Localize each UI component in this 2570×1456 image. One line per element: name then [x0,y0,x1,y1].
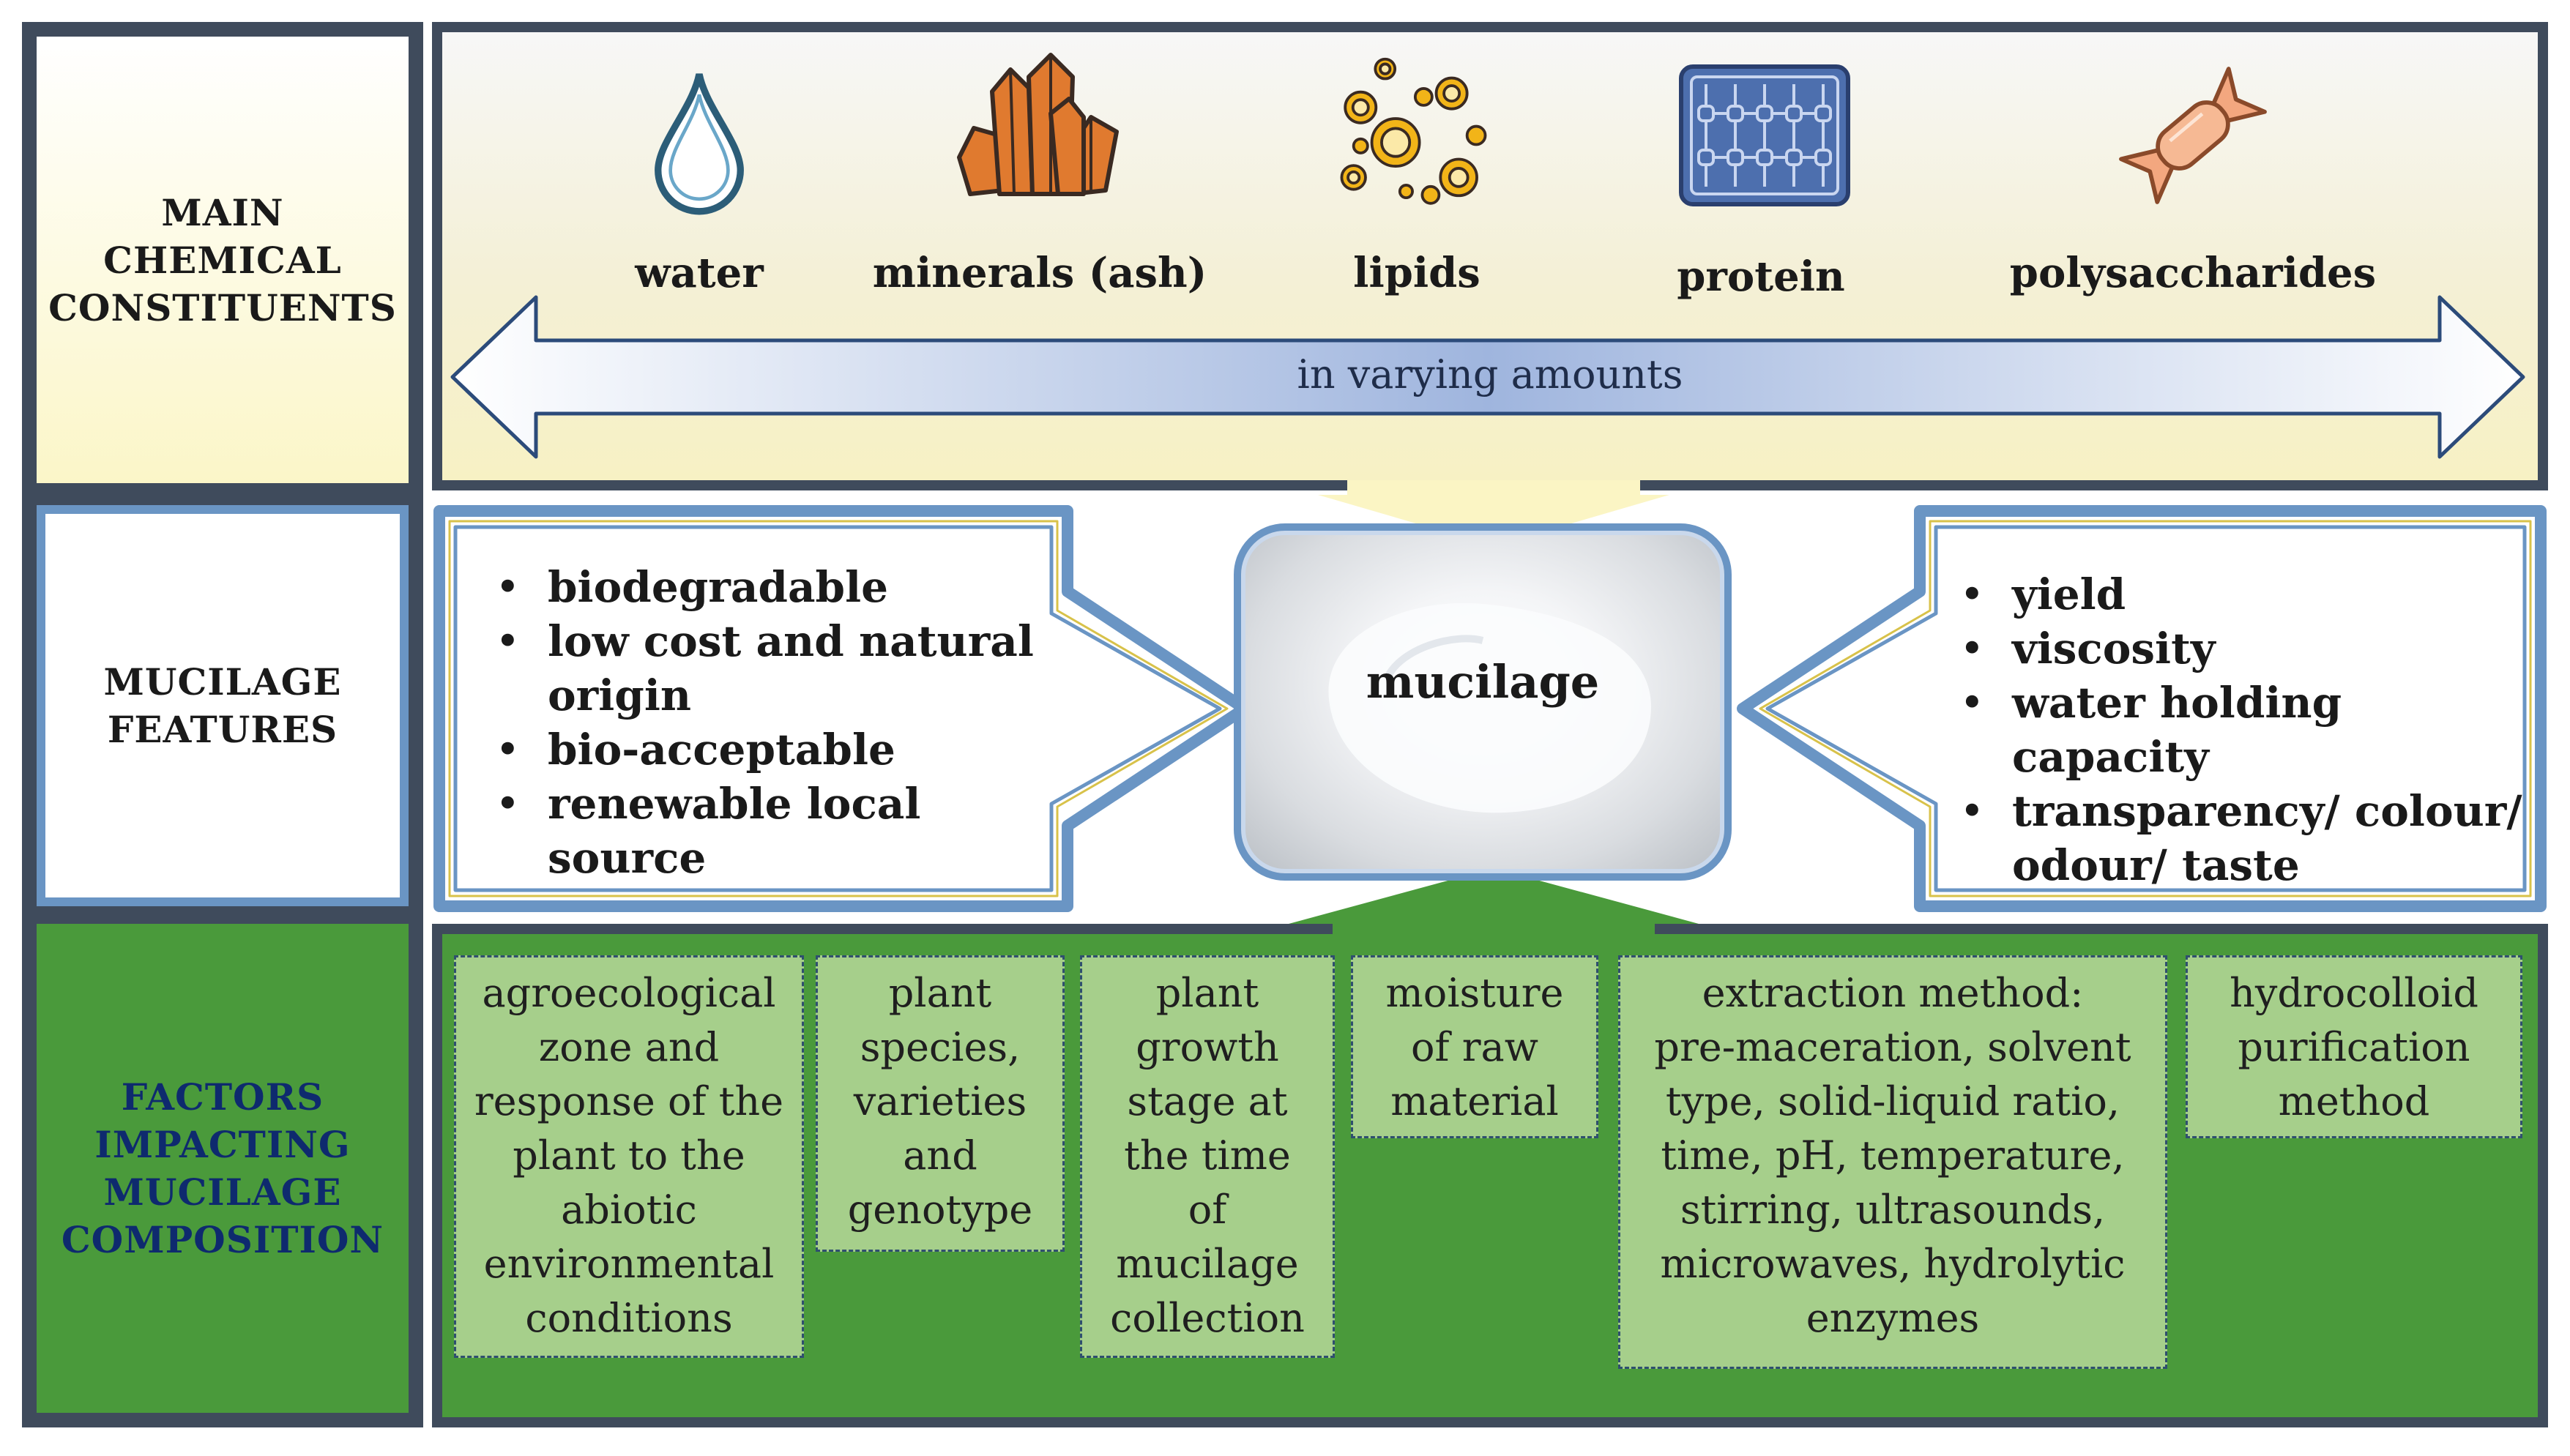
crystal-icon [957,53,1119,196]
mucilage-blob [1328,602,1651,813]
property-item: viscosity [1948,621,2533,676]
property-item: transparency/ colour/ odour/ taste [1948,784,2533,892]
feature-item: renewable local source [483,777,1084,885]
down-arrow-to-mucilage [1318,480,1669,546]
features-left-list: biodegradable low cost and natural origi… [483,560,1084,885]
varying-amounts-arrow [450,295,2525,459]
factor-box: agroecological zone and response of the … [454,955,804,1358]
features-right-list: yield viscosity water holding capacity t… [1948,567,2533,892]
constituent-label-polysaccharides: polysaccharides [2009,249,2377,297]
mucilage-photo [1234,523,1732,881]
up-arrow-to-mucilage [1289,868,1699,934]
water-drop-icon [655,73,744,215]
factor-box: extraction method: pre-maceration, solve… [1618,955,2167,1369]
protein-structure-icon [1679,64,1850,206]
constituent-label-protein: protein [1677,253,1845,301]
factor-box: plant growth stage at the time of mucila… [1080,955,1335,1358]
feature-item: bio-acceptable [483,723,1084,777]
row-label-factors: FACTORS IMPACTING MUCILAGE COMPOSITION [37,924,409,1413]
mucilage-label: mucilage [1366,655,1600,709]
lipid-droplets-icon [1340,57,1487,205]
property-item: yield [1948,567,2533,621]
factor-box: plant species, varieties and genotype [816,955,1065,1252]
constituent-label-minerals: minerals (ash) [872,249,1207,297]
constituent-label-water: water [635,249,764,297]
property-item: water holding capacity [1948,676,2533,784]
factor-box: hydrocolloid purification method [2186,955,2522,1138]
row-label-features: MUCILAGE FEATURES [37,505,409,906]
feature-item: low cost and natural origin [483,614,1084,723]
varying-amounts-label: in varying amounts [1297,351,1683,397]
feature-item: biodegradable [483,560,1084,614]
constituent-label-lipids: lipids [1353,249,1480,297]
candy-icon [2119,67,2267,204]
factor-box: moisture of raw material [1351,955,1598,1138]
row-label-constituents: MAIN CHEMICAL CONSTITUENTS [37,37,409,483]
